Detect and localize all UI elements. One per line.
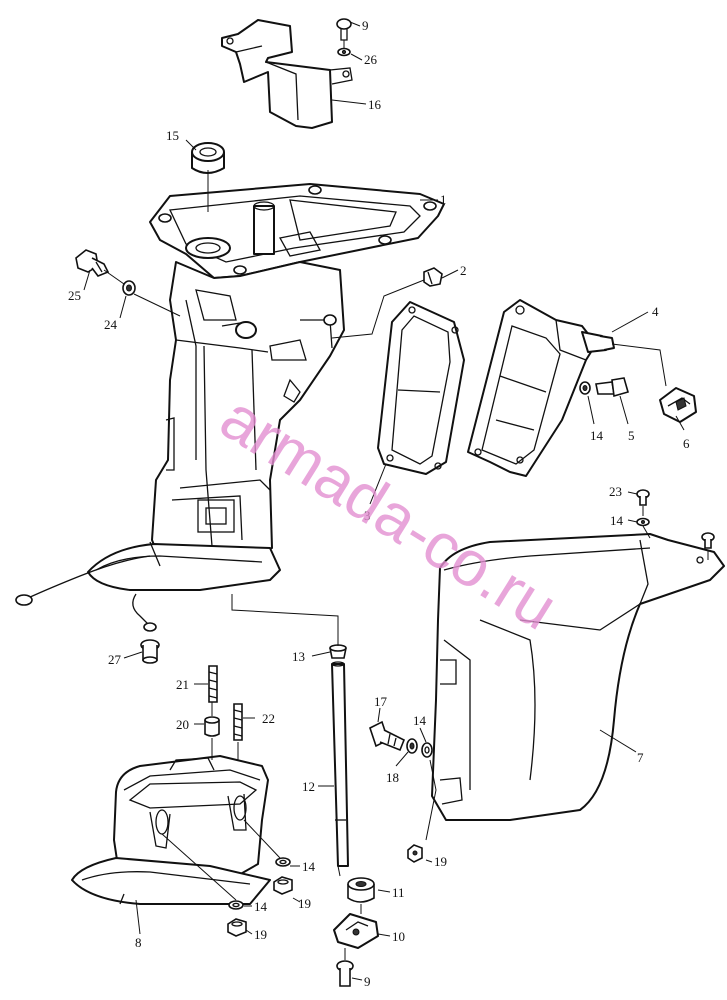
callout-14: 14 bbox=[254, 899, 268, 914]
part-14-washer-lower-right bbox=[275, 857, 291, 867]
part-6-clip-nut bbox=[659, 387, 697, 423]
callout-labels: 9 26 16 15 1 2 25 24 4 14 5 6 3 23 14 7 … bbox=[68, 18, 690, 989]
callout-9: 9 bbox=[362, 18, 369, 33]
part-21-stud bbox=[208, 665, 218, 703]
part-3-gasket bbox=[377, 301, 465, 475]
part-14-washer-mid bbox=[421, 742, 433, 758]
part-9-screw-top bbox=[336, 18, 352, 57]
callout-1: 1 bbox=[440, 192, 447, 207]
part-2-plug bbox=[423, 267, 443, 287]
callout-9: 9 bbox=[364, 974, 371, 989]
callout-22: 22 bbox=[262, 711, 275, 726]
callout-14: 14 bbox=[413, 713, 427, 728]
callout-2: 2 bbox=[460, 263, 467, 278]
part-7-cowling bbox=[431, 533, 725, 821]
callout-8: 8 bbox=[135, 935, 142, 950]
callout-19: 19 bbox=[298, 896, 311, 911]
part-23-screw bbox=[636, 489, 650, 506]
leader-lines bbox=[83, 21, 685, 981]
callout-17: 17 bbox=[374, 694, 388, 709]
callout-24: 24 bbox=[104, 317, 118, 332]
callout-16: 16 bbox=[368, 97, 382, 112]
callout-10: 10 bbox=[392, 929, 405, 944]
callout-18: 18 bbox=[386, 770, 399, 785]
callout-27: 27 bbox=[108, 652, 122, 667]
part-17-bolt bbox=[369, 720, 406, 752]
part-8-extension-case bbox=[71, 755, 271, 905]
ground-wire bbox=[15, 555, 157, 632]
callout-3: 3 bbox=[364, 508, 371, 523]
callout-12: 12 bbox=[302, 779, 315, 794]
callout-15: 15 bbox=[166, 128, 179, 143]
callout-6: 6 bbox=[683, 436, 690, 451]
callout-25: 25 bbox=[68, 288, 81, 303]
part-27-screw bbox=[140, 639, 160, 664]
part-9-screw-cowl bbox=[701, 532, 715, 549]
assembly-lines bbox=[103, 40, 709, 960]
part-5-bolt bbox=[579, 377, 629, 398]
part-14-washer-lower-left bbox=[228, 900, 244, 910]
callout-23: 23 bbox=[609, 484, 622, 499]
callout-5: 5 bbox=[628, 428, 635, 443]
part-9-screw-bottom bbox=[336, 960, 354, 987]
callout-14: 14 bbox=[610, 513, 624, 528]
part-13-grommet bbox=[329, 644, 347, 659]
part-19-nut-mid bbox=[407, 844, 423, 863]
part-10-clip bbox=[333, 913, 379, 949]
part-20-dowel bbox=[204, 716, 220, 737]
callout-21: 21 bbox=[176, 677, 189, 692]
part-25-bolt bbox=[75, 249, 110, 277]
part-4-swivel-bracket bbox=[467, 299, 615, 477]
part-19-nut-lower-left bbox=[227, 918, 247, 937]
callout-11: 11 bbox=[392, 885, 405, 900]
callout-4: 4 bbox=[652, 304, 659, 319]
part-22-stud bbox=[233, 703, 243, 741]
callout-14: 14 bbox=[302, 859, 316, 874]
part-11-grommet bbox=[347, 877, 375, 903]
callout-13: 13 bbox=[292, 649, 305, 664]
callout-20: 20 bbox=[176, 717, 189, 732]
part-1-upper-casing bbox=[87, 183, 445, 591]
callout-26: 26 bbox=[364, 52, 378, 67]
part-12-water-tube bbox=[331, 661, 349, 867]
part-14-washer-cowl bbox=[636, 517, 650, 527]
callout-7: 7 bbox=[637, 750, 644, 765]
part-19-nut-lower-right bbox=[273, 876, 293, 895]
part-16-bracket-plate bbox=[221, 19, 353, 129]
callout-19: 19 bbox=[254, 927, 267, 942]
part-24-washer bbox=[122, 280, 136, 296]
callout-19: 19 bbox=[434, 854, 447, 869]
part-18-washer bbox=[406, 738, 418, 754]
callout-14: 14 bbox=[590, 428, 604, 443]
part-15-seal-ring bbox=[191, 142, 225, 174]
